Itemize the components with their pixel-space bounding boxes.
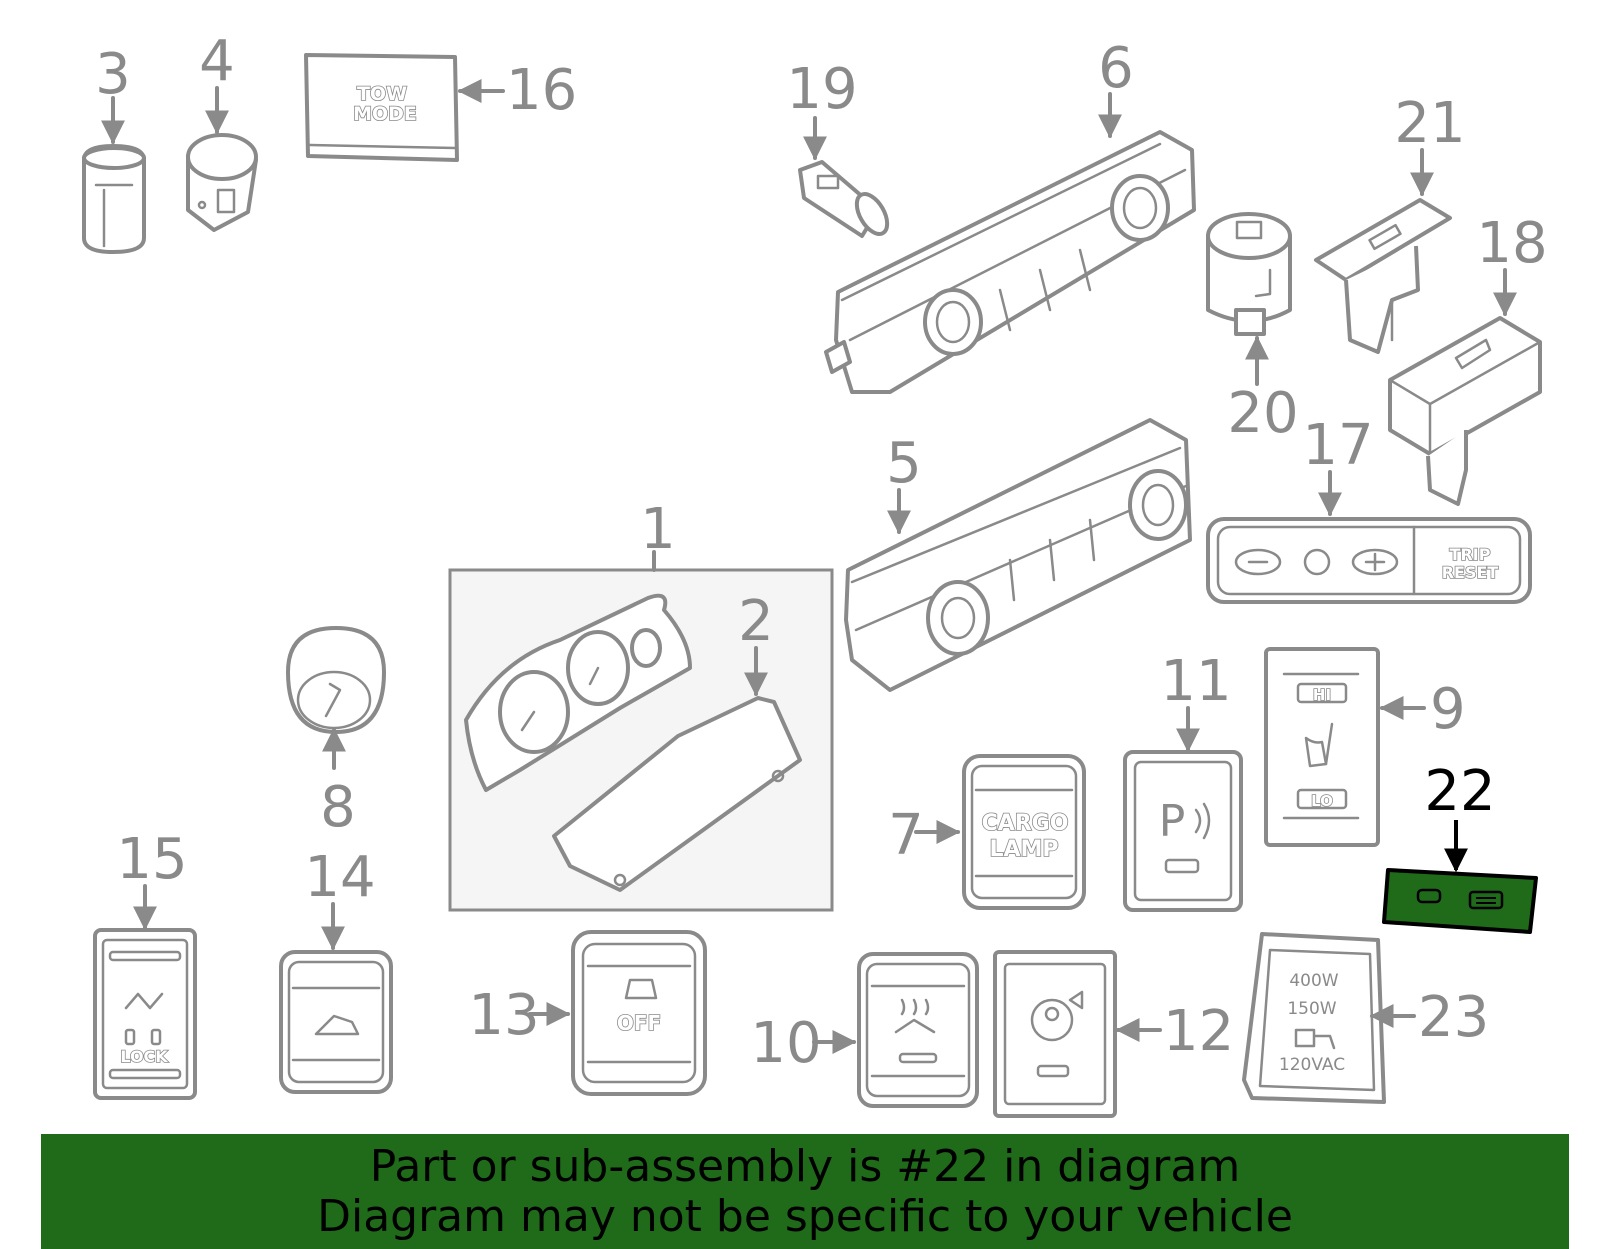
- lamp-label: LAMP: [989, 837, 1058, 862]
- inverter-150w: 150W: [1287, 999, 1336, 1019]
- lo-label: LO: [1311, 792, 1333, 810]
- callout-23: 23: [1418, 985, 1489, 1050]
- part-6-climate-panel: [824, 130, 1196, 394]
- callout-9: 9: [1430, 677, 1466, 742]
- callout-19: 19: [786, 57, 857, 122]
- part-10-heated-switch: [857, 952, 979, 1108]
- callout-4: 4: [199, 29, 235, 94]
- part-17-trip-switch: TRIP RESET: [1206, 517, 1532, 604]
- callout-20: 20: [1227, 381, 1298, 446]
- callout-21: 21: [1394, 91, 1465, 156]
- part-16-tow-mode-button: TOW MODE: [304, 53, 459, 162]
- callout-2: 2: [738, 589, 774, 654]
- banner-line-2: Diagram may not be specific to your vehi…: [317, 1191, 1293, 1242]
- callout-6: 6: [1098, 36, 1134, 101]
- part-14-offroad-switch: [279, 950, 393, 1094]
- callout-8: 8: [320, 775, 356, 840]
- part-13-traction-off-switch: OFF: [571, 930, 707, 1096]
- switch-left-icon: [1416, 888, 1442, 904]
- part-15-lock-switch: LOCK: [93, 928, 197, 1100]
- part-19-connector: [798, 160, 890, 238]
- cargo-label: CARGO: [982, 811, 1069, 836]
- callout-14: 14: [304, 845, 375, 910]
- part-5-climate-panel: [844, 418, 1192, 692]
- part-notice-banner: Part or sub-assembly is #22 in diagram D…: [41, 1134, 1569, 1249]
- part-11-park-assist-switch: P: [1123, 750, 1243, 912]
- callout-7: 7: [888, 803, 924, 868]
- callout-12: 12: [1163, 999, 1234, 1064]
- part-23-inverter-outlet: 400W 150W 120VAC: [1242, 932, 1386, 1104]
- part-3-switch: [82, 144, 146, 254]
- inverter-400w: 400W: [1289, 971, 1338, 991]
- plug-icon: [1294, 1028, 1336, 1050]
- hi-label: HI: [1313, 686, 1331, 704]
- park-p-icon: P: [1159, 796, 1186, 847]
- part-4-switch: [186, 133, 258, 232]
- hill-icon: [314, 1014, 360, 1036]
- part-18-connector: [1388, 316, 1542, 506]
- switch-right-icon: [1468, 890, 1504, 910]
- callout-5: 5: [886, 431, 922, 496]
- reset-label: RESET: [1442, 563, 1499, 582]
- trip-label: TRIP: [1450, 545, 1491, 564]
- heat-icon: [900, 998, 930, 1016]
- callout-17: 17: [1302, 413, 1373, 478]
- callout-11: 11: [1160, 649, 1231, 714]
- tow-mode-label-2: MODE: [353, 103, 417, 125]
- assist-icon: [1030, 998, 1074, 1042]
- banner-line-1: Part or sub-assembly is #22 in diagram: [369, 1141, 1241, 1192]
- off-label: OFF: [617, 1011, 661, 1035]
- diff-lock-icon: [124, 992, 164, 1010]
- inverter-120vac: 120VAC: [1279, 1055, 1345, 1075]
- callout-13: 13: [468, 983, 539, 1048]
- part-8-knob: [286, 626, 386, 734]
- callout-16: 16: [506, 58, 577, 123]
- park-wave-icon: [1194, 808, 1202, 834]
- part-22-switch-highlighted[interactable]: [1382, 868, 1538, 934]
- lock-label: LOCK: [120, 1047, 168, 1066]
- part-2-cluster-lens: [552, 696, 802, 892]
- part-9-seat-heat-switch: HI LO: [1264, 647, 1380, 847]
- callout-10: 10: [750, 1011, 821, 1076]
- part-1-instrument-cluster: [464, 593, 692, 792]
- callout-1: 1: [640, 497, 676, 562]
- traction-icon: [624, 978, 658, 1000]
- callout-18: 18: [1476, 211, 1547, 276]
- part-7-cargo-lamp-switch: CARGO LAMP: [962, 754, 1086, 910]
- part-20-knob: [1206, 212, 1292, 336]
- part-12-assist-switch: [993, 950, 1117, 1118]
- part-21-clip: [1314, 198, 1452, 354]
- callout-15: 15: [116, 827, 187, 892]
- callout-22: 22: [1424, 759, 1495, 824]
- tow-mode-label-1: TOW: [357, 83, 407, 105]
